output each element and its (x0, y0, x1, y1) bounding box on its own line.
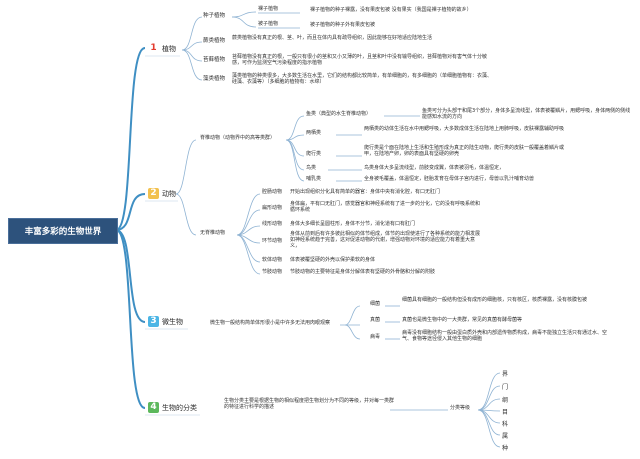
branch-animals: 2 动物 (148, 188, 176, 199)
connector-classification (115, 229, 146, 409)
branch-microbes: 3 微生物 (148, 316, 183, 327)
desc-annelids: 身体从前到后有许多彼此相似的体节组成，体节的出现使进行了各种系统的能力相发展 如… (290, 231, 481, 249)
desc-roundworms: 身体大多细长呈圆柱形，身体不分节，消化道有口有肛门 (290, 221, 416, 227)
branch-label-classification: 生物的分类 (162, 403, 197, 412)
node-seed-plants: 种子植物 (203, 13, 226, 19)
desc-coelenterates: 开始出现组织分化具有简单的器官：身体中央有消化腔，有口无肛门 (290, 189, 441, 195)
node-fungi: 真菌 (370, 317, 381, 323)
node-invertebrates: 无脊椎动物 (200, 230, 226, 236)
node-gymnosperms: 裸子植物 (258, 6, 279, 12)
branch-plants: 1 植物 (148, 43, 176, 54)
branch-label-microbes: 微生物 (162, 317, 183, 326)
node-mollusks: 软体动物 (262, 257, 283, 263)
desc-viruses: 病毒没有细胞结构一般由蛋白质外壳和内部遗传物质构成，病毒不能独立生活只有通过水、… (402, 330, 608, 342)
node-amphibians: 两栖类 (306, 130, 322, 136)
connector-plants (115, 47, 146, 231)
rank-order: 目 (501, 409, 508, 416)
desc-reptiles: 爬行类是个面在陆地上生活和生殖形成为真正的陆生动物，爬行类的皮肤一般覆盖着鳞片或… (364, 145, 565, 157)
rank-species: 种 (501, 445, 508, 452)
root-topic: 丰富多彩的生物世界 (8, 218, 118, 244)
branch-number-2: 2 (148, 188, 159, 199)
node-mammals: 哺乳类 (306, 176, 322, 182)
node-reptiles: 爬行类 (306, 151, 322, 157)
node-ferns: 蕨类植物 (203, 38, 226, 44)
node-ranks: 分类等级 (450, 405, 471, 411)
branch-number-1: 1 (150, 43, 157, 53)
branch-number-3: 3 (148, 316, 159, 327)
node-annelids: 环节动物 (262, 238, 283, 244)
desc-gymnosperms: 裸子植物的种子裸露，没有果皮包被 没有果实（我国是裸子植物的故乡） (310, 7, 472, 13)
connector-microbes (115, 229, 146, 323)
desc-bacteria: 细菌具有细胞的一般结构但没有成形的细胞核，只有核区，核质裸露，没有核膜包被 (402, 297, 588, 303)
node-fish: 鱼类（典型的水生脊椎动物） (306, 111, 372, 117)
desc-ferns: 蕨类植物没有真正的根、茎、叶，而且在体内具有疏导组织，因此能够在好地适应陆地生活 (232, 35, 433, 41)
branch-classification: 4 生物的分类 (148, 402, 197, 413)
node-roundworms: 线形动物 (262, 221, 283, 227)
rank-family: 科 (501, 421, 508, 428)
rank-phylum: 门 (501, 384, 508, 391)
desc-fungi: 真菌也是微生物中的一大类群，常见的真菌有酵母菌等 (402, 317, 523, 323)
desc-mammals: 全身被毛覆盖，体温恒定，胚胎发育在母体子宫内进行，母兽以乳汁哺育幼兽 (364, 176, 535, 182)
desc-arthropods: 节肢动物的主要特征是身体分解体表有坚硬的外骨骼和分解的附肢 (290, 269, 436, 275)
desc-birds: 鸟类身体大多呈流线型，前肢变成翼，体表被羽毛，体温恒定， (364, 165, 505, 171)
node-angiosperms: 被子植物 (258, 21, 279, 27)
desc-fish: 鱼类可分为头部干和尾3个部分，身体多呈流线型，体表被覆鳞片，用鳃呼吸，身体两侧的… (422, 108, 631, 120)
desc-algae: 藻类植物的种类很多，大多数生活在水里，它们的结构都比较简单，有单细胞的，有多细胞… (232, 73, 493, 85)
node-vertebrates: 脊椎动物（动物界中的高等类群） (200, 135, 276, 141)
node-algae: 藻类植物 (203, 76, 226, 82)
node-bacteria: 细菌 (370, 301, 381, 307)
desc-mosses: 苔藓植物没有真正的根，一般只有很小的茎和又小又薄的叶，且茎和叶中没有输导组织，苔… (232, 54, 488, 66)
node-coelenterates: 腔肠动物 (262, 189, 283, 195)
node-viruses: 病毒 (370, 334, 381, 340)
rank-kingdom: 界 (501, 371, 508, 378)
node-birds: 鸟类 (306, 165, 317, 171)
branch-number-4: 4 (148, 402, 159, 413)
connector-animals (115, 193, 146, 231)
desc-angiosperms: 被子植物的种子外有果皮包被 (310, 22, 376, 28)
rank-class: 纲 (501, 397, 508, 404)
branch-label-animals: 动物 (162, 189, 176, 198)
node-mosses: 苔藓植物 (203, 57, 226, 63)
rank-genus: 属 (501, 433, 508, 440)
desc-amphibians: 两栖类的幼体生活在水中用鳃呼吸，大多数成体生活在陆地上用肺呼吸，皮肤裸露辅助呼吸 (364, 126, 565, 132)
desc-microbes: 微生物一般结构简单体形很小是中许多无法用肉眼观察 (210, 320, 331, 326)
desc-classification: 生物分类主要是根据生物的相似程度把生物划分为不同的等级，并对每一类群的特征进行科… (224, 398, 395, 410)
node-arthropods: 节肢动物 (262, 269, 283, 275)
desc-flatworms: 身体扁，平有口无肛门，感觉器官和神经系统有了进一步的分化，它的没有呼吸系统和循环… (290, 201, 481, 213)
desc-mollusks: 体表被覆坚硬的外壳以保护柔软的身体 (290, 257, 376, 263)
branch-label-plants: 植物 (162, 44, 176, 53)
node-flatworms: 扁形动物 (262, 205, 283, 211)
